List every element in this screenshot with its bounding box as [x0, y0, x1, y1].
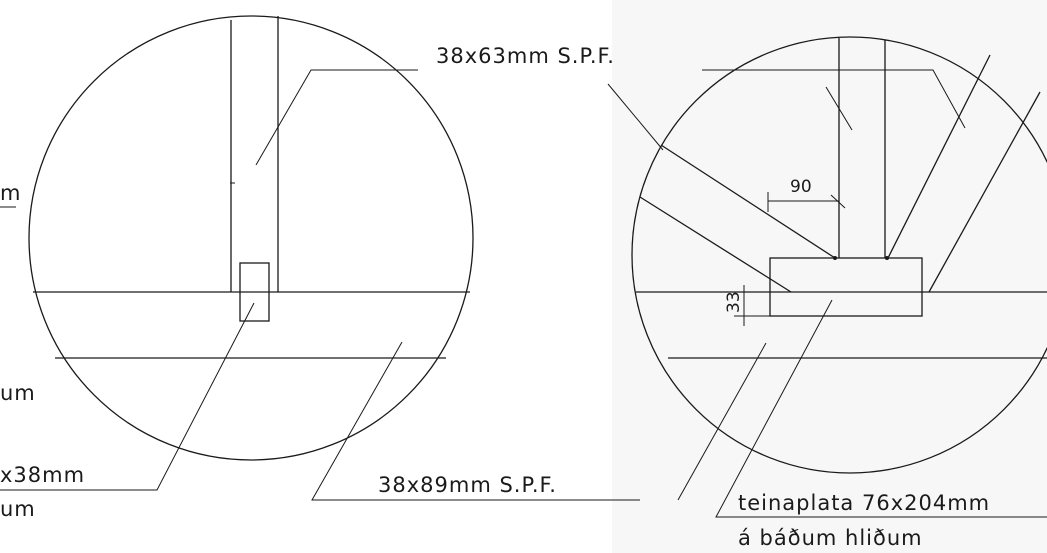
label-left-cut-2: um [0, 381, 36, 405]
left-leader-top-member [255, 69, 418, 166]
right-diagonal-web-left-lower [639, 196, 792, 293]
dim-33-value: 33 [724, 291, 744, 313]
label-plate-both-sides: á báðum hliðum [738, 526, 923, 550]
right-detail-circle [631, 36, 1047, 474]
right-diagonal-web-right-inner [887, 54, 991, 259]
right-diagonal-web-left-upper [660, 144, 836, 259]
left-leader-cleat [0, 302, 255, 491]
label-left-cut-4: um [0, 497, 36, 521]
node-dot [885, 256, 889, 260]
left-leader-bottom-chord [311, 341, 640, 501]
dim-90-tick [830, 194, 846, 209]
right-leader-bottom-chord [677, 342, 767, 501]
right-tooth-plate [769, 257, 923, 317]
node-dot [833, 256, 837, 260]
right-detail [607, 36, 1047, 518]
dim-90-value: 90 [790, 177, 812, 197]
right-diagonal-web-right-outer [928, 91, 1041, 293]
right-leader-top-member-branch [825, 86, 853, 131]
right-leader-top-member [702, 69, 966, 129]
label-bottom-member: 38x89mm S.P.F. [378, 473, 557, 497]
left-cleat [239, 262, 270, 322]
left-detail [0, 15, 640, 501]
label-top-member: 38x63mm S.P.F. [436, 44, 615, 68]
label-left-cut-1: m [0, 181, 21, 205]
left-detail-circle [28, 15, 474, 461]
label-left-cut-3: x38mm [0, 463, 85, 487]
right-leader-plate [715, 299, 1047, 518]
right-leader-top-member-diagonal [607, 83, 664, 151]
label-plate-size: teinaplata 76x204mm [738, 491, 990, 515]
scan-tint-region [612, 0, 1047, 553]
